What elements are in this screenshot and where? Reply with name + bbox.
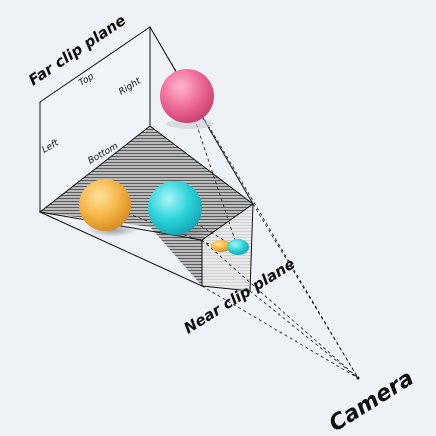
- projected-orange-sphere: [211, 240, 231, 252]
- camera-point: [356, 376, 360, 380]
- pink-sphere-shadow: [166, 119, 214, 129]
- camera-label: Camera: [325, 366, 418, 436]
- frustum-floor: [40, 126, 253, 291]
- projected-cyan-sphere: [227, 239, 249, 255]
- orange-sphere: [79, 179, 131, 231]
- cyan-sphere: [148, 181, 202, 235]
- pink-sphere: [160, 69, 214, 123]
